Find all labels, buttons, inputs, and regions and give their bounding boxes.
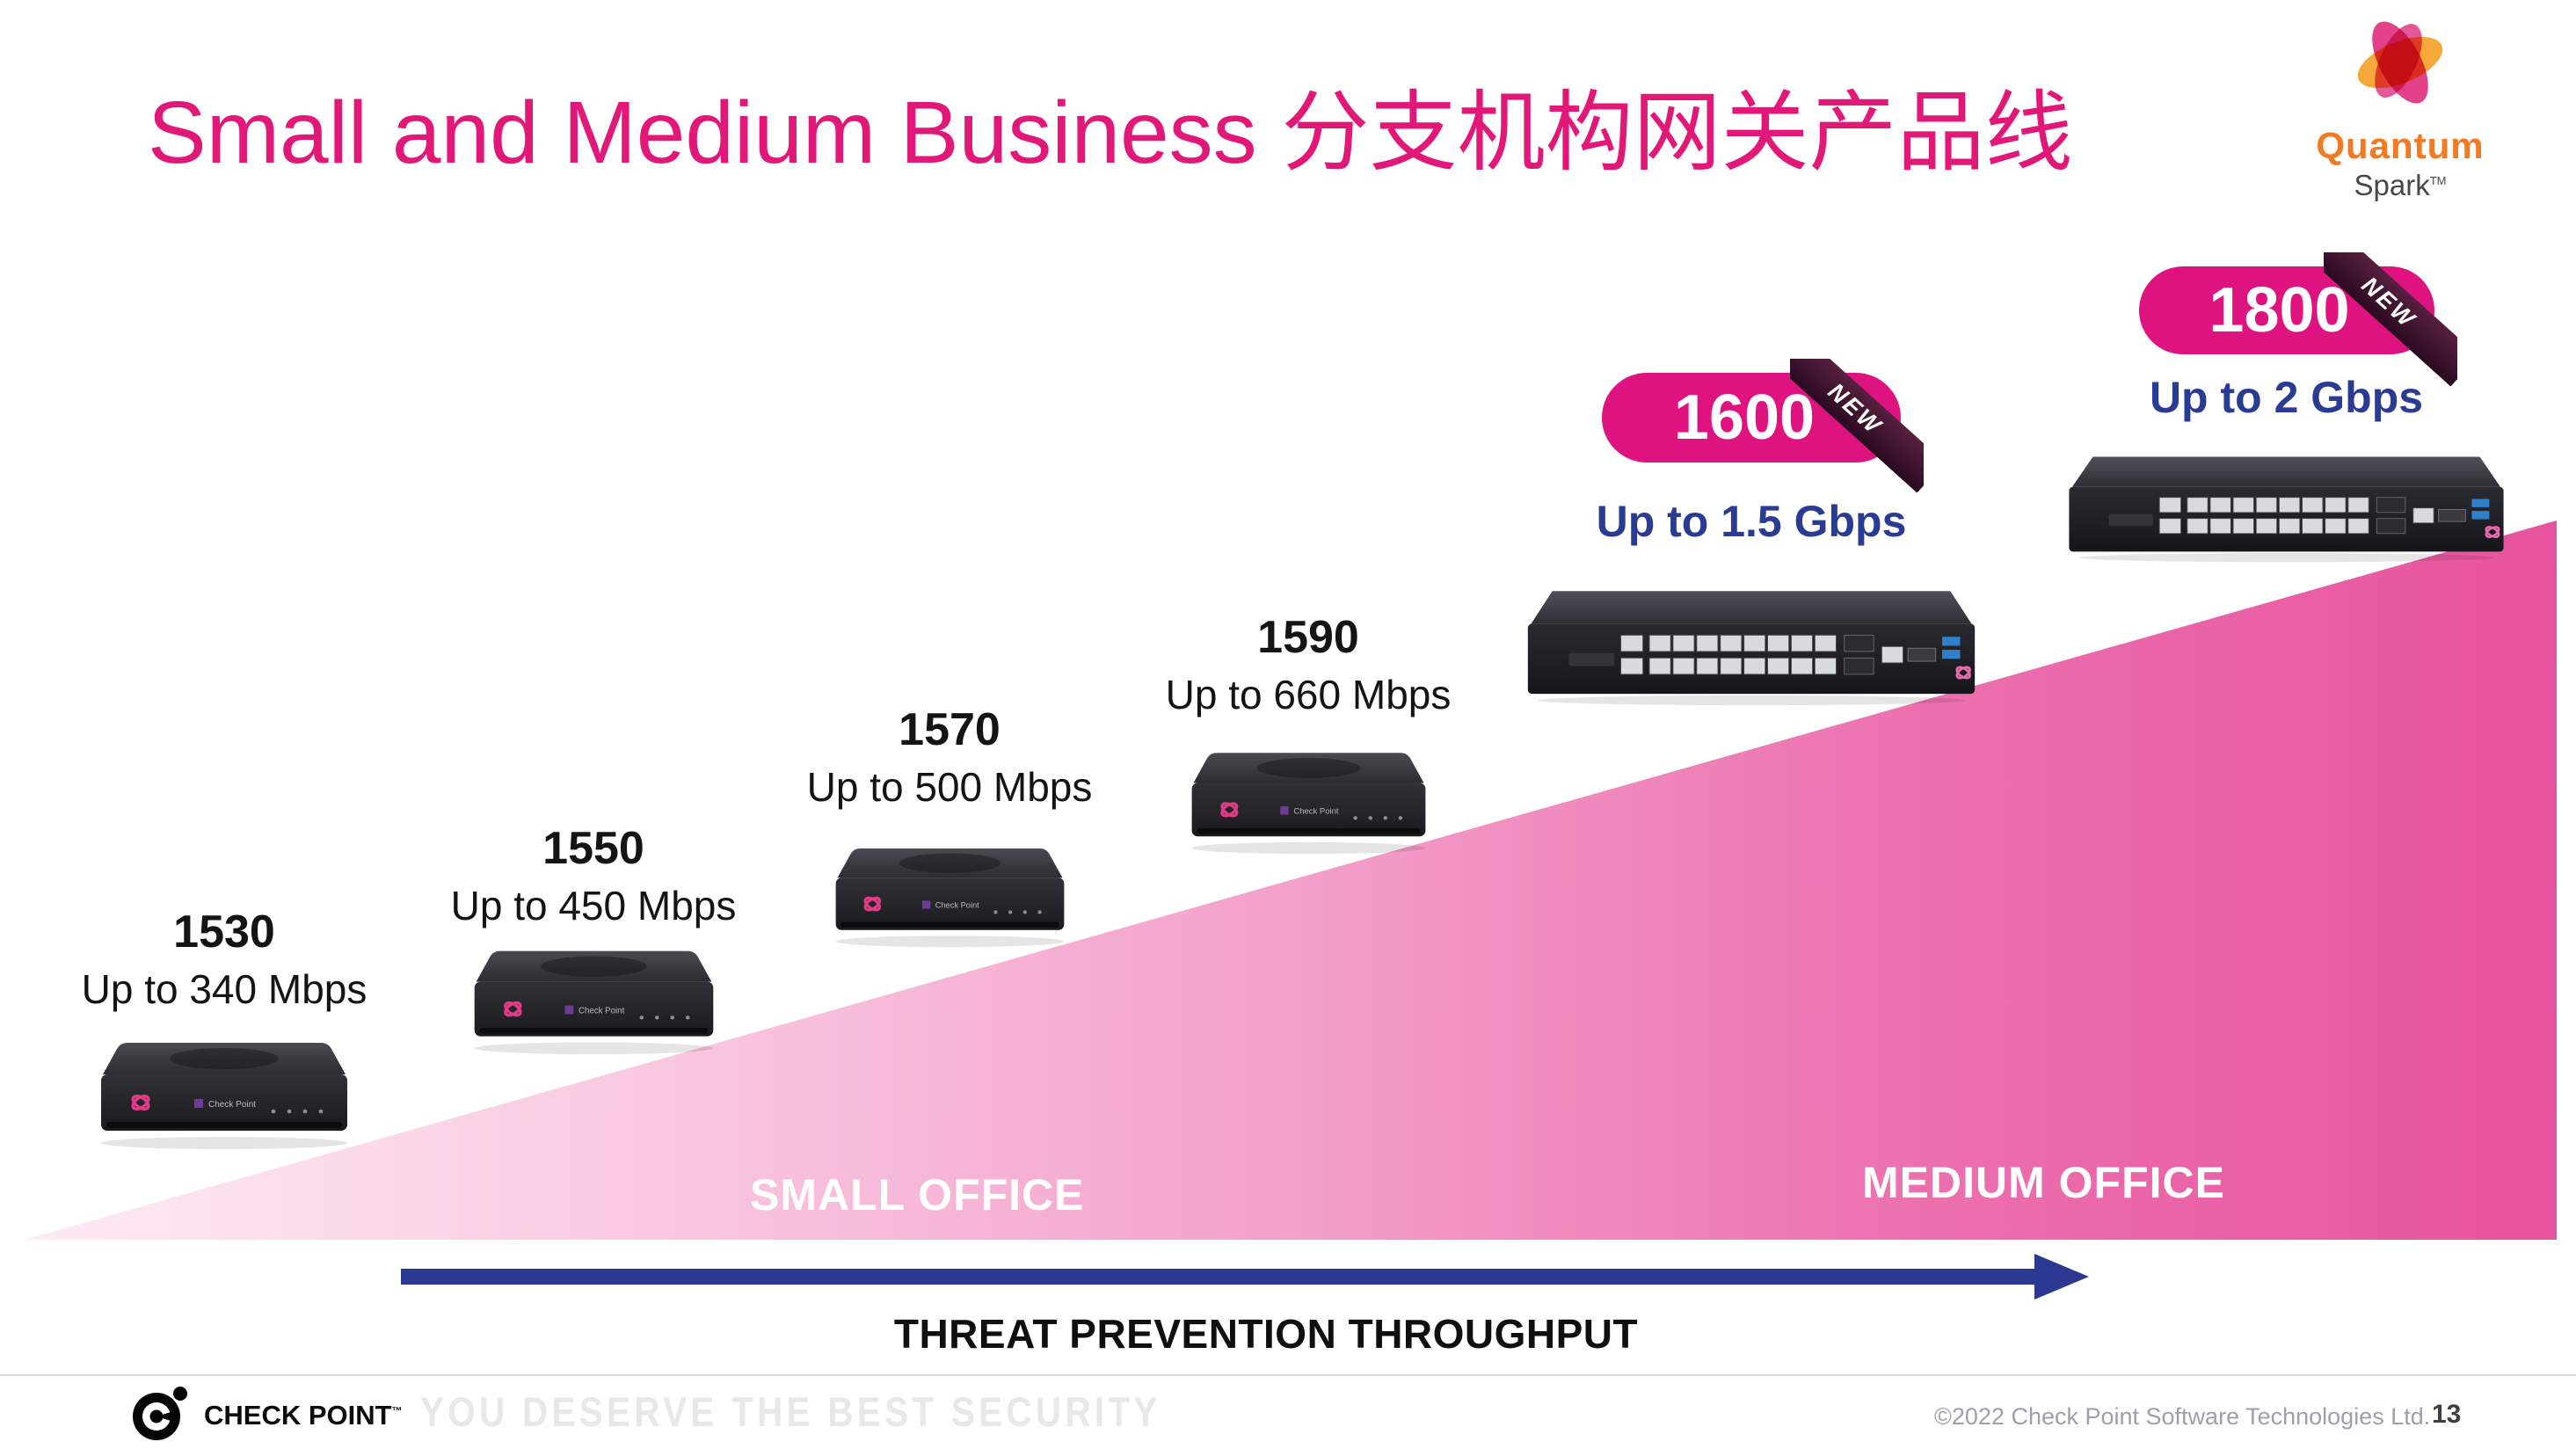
- product-1590: 1590 Up to 660 Mbps Check Point: [1132, 611, 1484, 856]
- footer-copyright: ©2022 Check Point Software Technologies …: [1934, 1403, 2431, 1430]
- product-1550: 1550 Up to 450 Mbps Check Point: [418, 822, 769, 1057]
- appliance-1590-image: Check Point: [1191, 753, 1425, 855]
- device-brand-text: Check Point: [208, 1100, 256, 1110]
- product-1530: 1530 Up to 340 Mbps Check Point: [48, 906, 400, 1152]
- model-badge-1800: 1800 NEW: [2138, 252, 2457, 386]
- product-model-1570: 1570: [899, 704, 1001, 755]
- spark-word: Spark: [2354, 169, 2430, 201]
- product-model-1800: 1800: [2209, 275, 2350, 346]
- appliance-1530-image: Check Point: [101, 1043, 347, 1149]
- quantum-logo-text: Quantum: [2316, 125, 2485, 166]
- product-1600: 1600 NEW Up to 1.5 Gbps: [1523, 359, 1980, 707]
- device-brand-text: Check Point: [935, 901, 979, 910]
- product-model-1600: 1600: [1673, 382, 1816, 453]
- product-throughput-1530: Up to 340 Mbps: [81, 966, 367, 1012]
- product-throughput-1550: Up to 450 Mbps: [450, 883, 737, 928]
- throughput-arrow: [401, 1254, 2089, 1300]
- device-brand-text: Check Point: [1293, 807, 1339, 817]
- appliance-1550-image: Check Point: [474, 950, 713, 1055]
- segment-label-small-office: SMALL OFFICE: [750, 1170, 1085, 1220]
- appliance-1800-image: [2069, 456, 2504, 563]
- spark-mark-icon: [131, 1094, 150, 1111]
- page-title: Small and Medium Business 分支机构网关产品线: [148, 84, 2073, 182]
- product-model-1530: 1530: [173, 907, 275, 958]
- footer-tagline: YOU DESERVE THE BEST SECURITY: [420, 1388, 1161, 1435]
- product-1570: 1570 Up to 500 Mbps Check Point: [774, 703, 1125, 950]
- check-point-brand-text: CHECK POINT™: [204, 1400, 403, 1431]
- footer-divider: [0, 1374, 2576, 1376]
- check-point-tm: ™: [391, 1404, 403, 1417]
- product-throughput-1600: Up to 1.5 Gbps: [1596, 497, 1907, 546]
- spark-mark-icon: [503, 1001, 522, 1017]
- spark-tm: TM: [2429, 174, 2447, 187]
- appliance-1600-image: [1527, 591, 1976, 706]
- appliance-1570-image: Check Point: [835, 848, 1064, 948]
- quantum-spark-flower-icon: [2357, 21, 2443, 104]
- product-model-1550: 1550: [542, 823, 644, 874]
- product-1800: 1800 NEW Up to 2 Gbps: [2064, 252, 2508, 564]
- page-number: 13: [2432, 1400, 2462, 1429]
- device-brand-text: Check Point: [579, 1006, 625, 1016]
- spark-mark-icon: [2485, 526, 2500, 538]
- quantum-spark-logo: Quantum SparkTM: [2312, 7, 2488, 202]
- spark-logo-text: SparkTM: [2312, 169, 2488, 202]
- segment-label-medium-office: MEDIUM OFFICE: [1862, 1158, 2225, 1207]
- spark-mark-icon: [1955, 666, 1971, 680]
- check-point-wordmark: CHECK POINT: [204, 1400, 392, 1431]
- spark-mark-icon: [863, 896, 881, 912]
- check-point-logo-icon: [133, 1387, 187, 1440]
- product-model-1590: 1590: [1257, 612, 1359, 663]
- model-badge-1600: 1600 NEW: [1602, 359, 1924, 492]
- product-throughput-1590: Up to 660 Mbps: [1165, 672, 1452, 717]
- axis-label: THREAT PREVENTION THROUGHPUT: [893, 1311, 1639, 1357]
- product-throughput-1570: Up to 500 Mbps: [806, 764, 1093, 810]
- product-throughput-1800: Up to 2 Gbps: [2149, 373, 2424, 422]
- spark-mark-icon: [1219, 802, 1238, 818]
